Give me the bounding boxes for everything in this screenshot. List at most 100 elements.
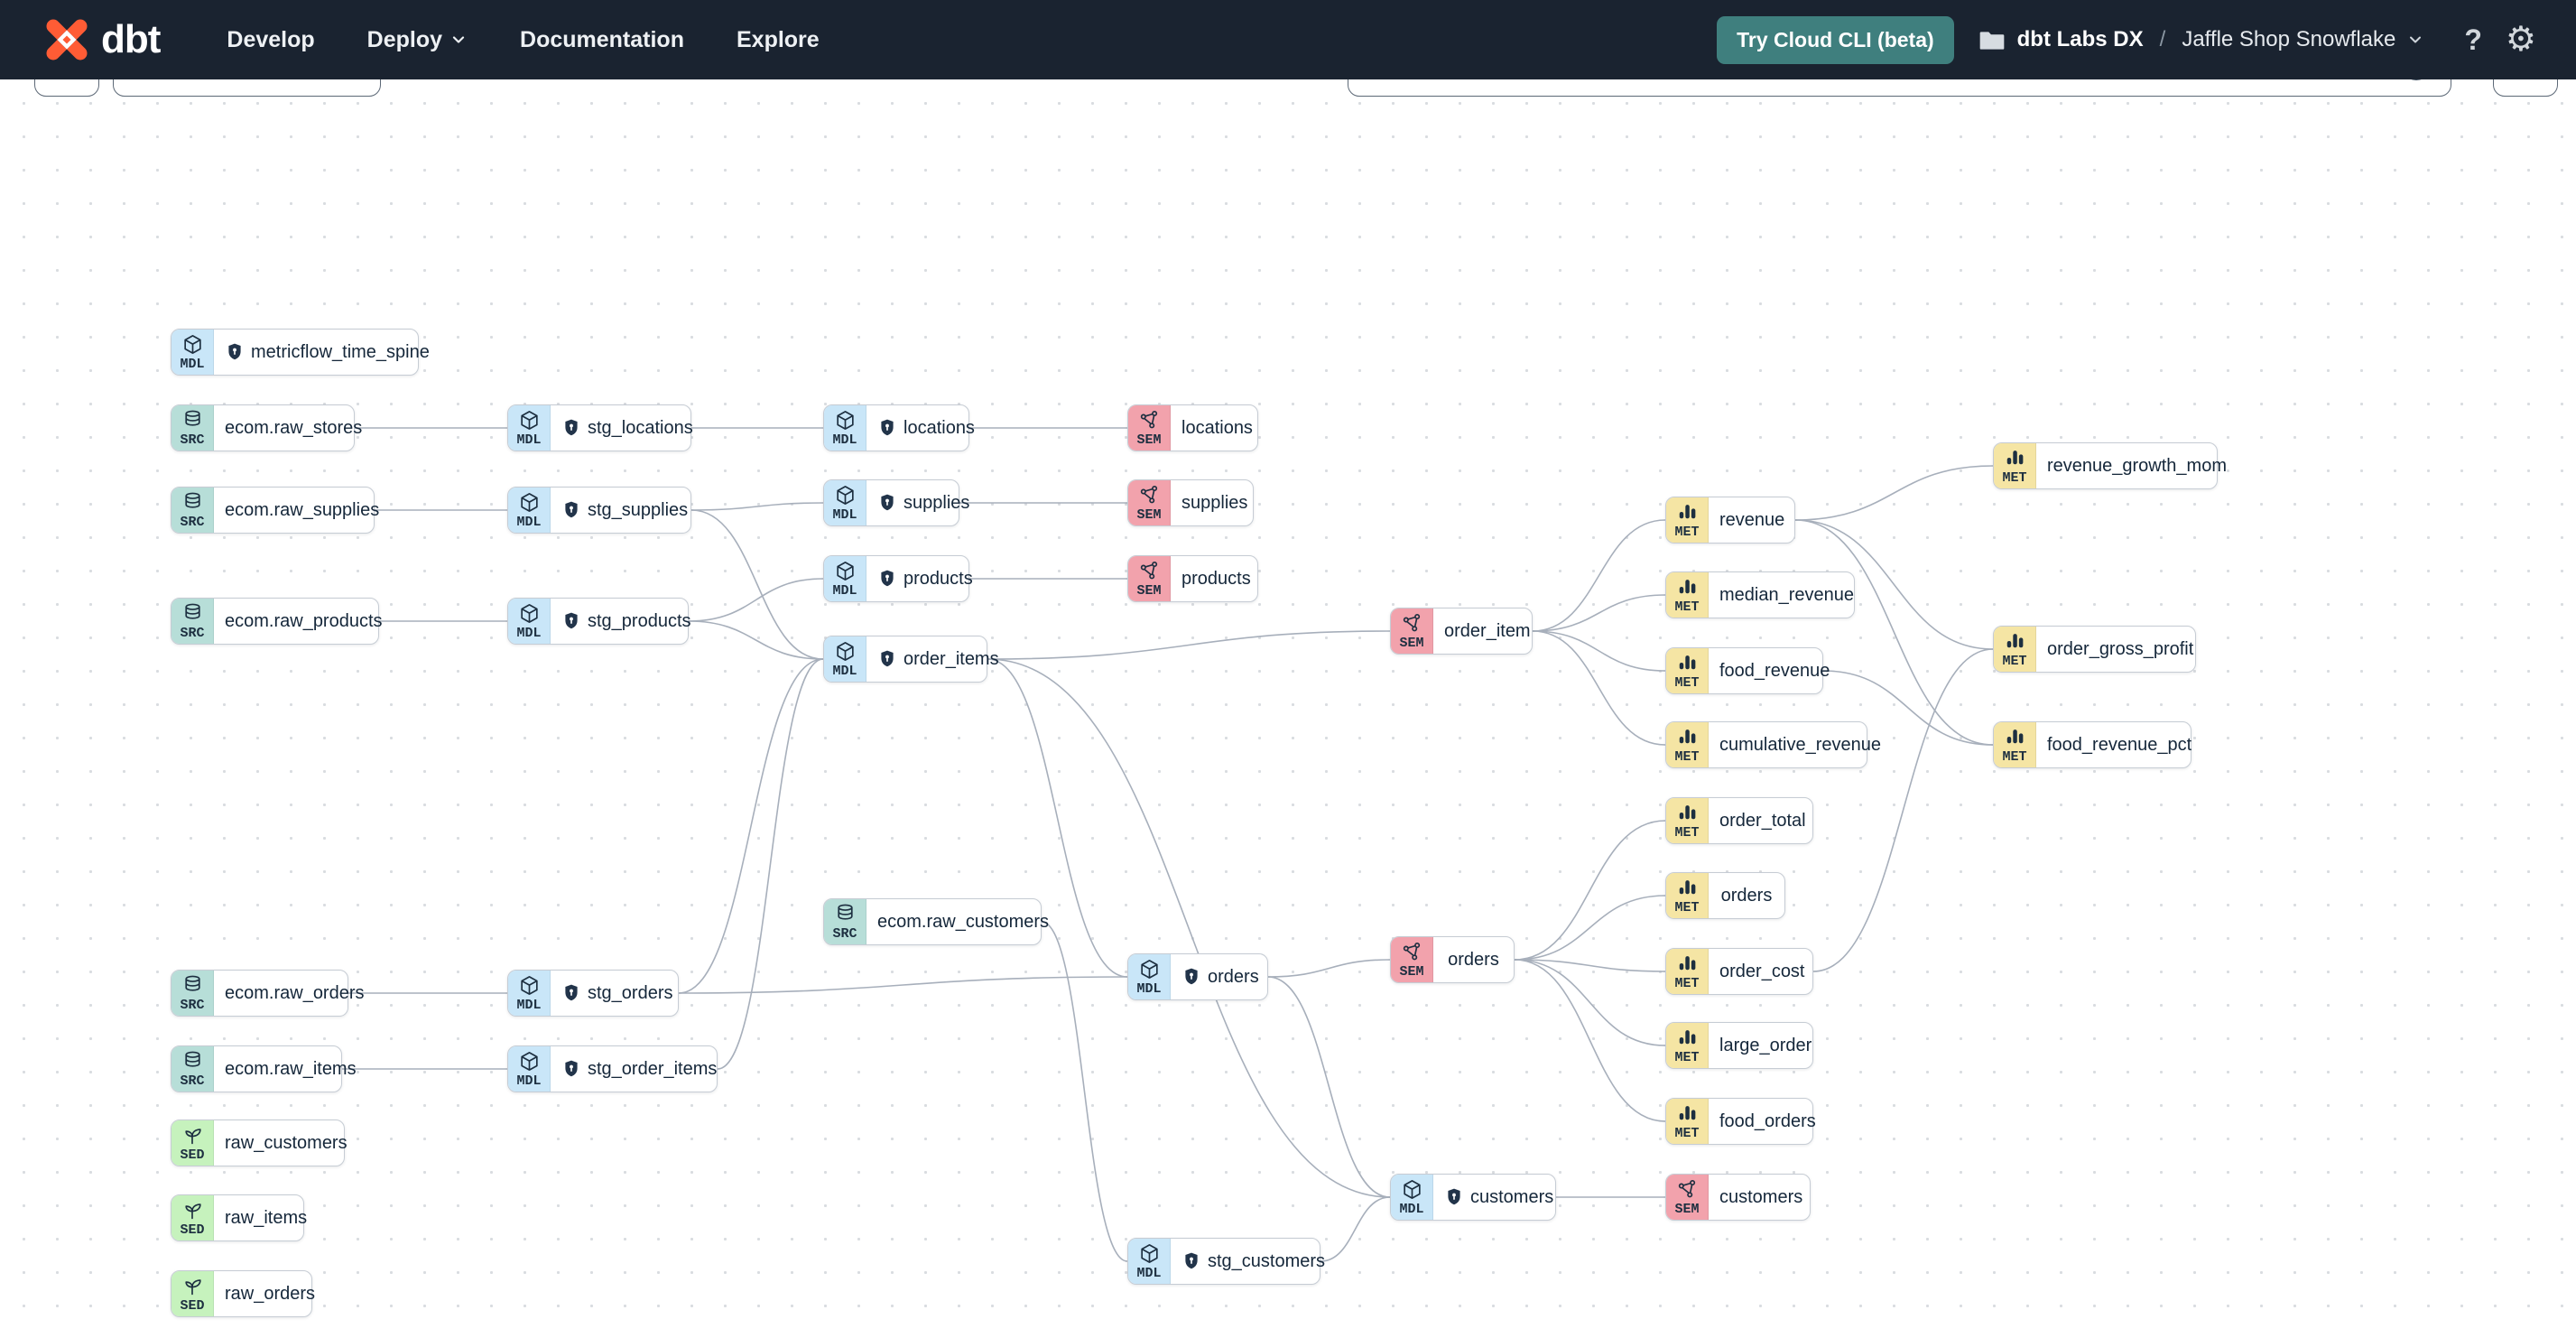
node-customers_sem[interactable]: SEM customers <box>1665 1174 1811 1221</box>
edge-orders_mdl-orders_sem <box>1267 959 1391 978</box>
bar-chart-icon: MET <box>1666 873 1709 918</box>
edge-stg_orders-orders_mdl <box>678 976 1128 994</box>
seedling-icon: SED <box>171 1195 214 1240</box>
chevron-down-icon <box>2410 36 2422 43</box>
help-icon[interactable]: ? <box>2464 23 2482 56</box>
node-ecom_raw_products[interactable]: SRC ecom.raw_products <box>171 598 383 645</box>
shield-icon <box>561 500 581 520</box>
edge-order_item_sem-revenue <box>1532 519 1666 632</box>
node-label: cumulative_revenue <box>1719 734 1881 755</box>
edge-orders_sem-large_order <box>1514 959 1666 1046</box>
nav-item-explore[interactable]: Explore <box>736 26 820 52</box>
edge-food_revenue-food_revenue_pct <box>1822 670 1994 746</box>
edge-revenue-revenue_growth_mom <box>1794 465 1994 521</box>
edge-order_item_sem-cumulative_revenue <box>1532 630 1666 746</box>
cube-icon: MDL <box>824 405 866 451</box>
node-label: order_item <box>1444 620 1531 641</box>
node-label: ecom.raw_products <box>225 610 383 631</box>
node-label: customers <box>1433 1175 1564 1220</box>
cube-icon: MDL <box>508 488 551 533</box>
node-label: ecom.raw_stores <box>225 417 363 438</box>
cube-icon: MDL <box>508 971 551 1016</box>
edge-ecom_raw_customers-stg_customers <box>1041 921 1128 1262</box>
nav-item-develop[interactable]: Develop <box>227 26 315 52</box>
shield-icon <box>1181 1251 1201 1271</box>
edge-orders_sem-food_orders <box>1514 959 1666 1122</box>
dbt-logo[interactable]: dbt <box>42 14 161 65</box>
nav-item-deploy[interactable]: Deploy <box>367 27 468 53</box>
shield-icon <box>877 569 897 589</box>
node-label: stg_products <box>551 599 702 644</box>
database-icon: SRC <box>824 899 866 944</box>
folder-icon <box>1979 32 2004 50</box>
bar-chart-icon: MET <box>1994 722 2036 767</box>
cube-icon: MDL <box>508 1046 551 1092</box>
try-cloud-cli-button[interactable]: Try Cloud CLI (beta) <box>1717 15 1954 64</box>
node-label: revenue_growth_mom <box>2047 455 2227 476</box>
node-label: stg_order_items <box>551 1046 727 1092</box>
edge-stg_orders-order_items_mdl <box>678 658 824 994</box>
cube-icon: MDL <box>824 556 866 601</box>
edge-order_items_mdl-order_item_sem <box>987 630 1391 660</box>
edge-revenue-food_revenue_pct <box>1794 519 1994 746</box>
node-label: food_revenue <box>1719 660 1830 681</box>
node-label: products <box>1181 568 1251 589</box>
bar-chart-icon: MET <box>1666 497 1709 543</box>
cube-icon: MDL <box>508 405 551 451</box>
account-switcher[interactable]: dbt Labs DX / Jaffle Shop Snowflake <box>1978 25 2425 54</box>
edge-stg_products-order_items_mdl <box>688 620 824 660</box>
database-icon: SRC <box>171 599 214 644</box>
node-order_item_sem[interactable]: SEM order_item <box>1390 608 1533 655</box>
nav-item-documentation[interactable]: Documentation <box>520 26 684 52</box>
gear-icon[interactable]: ⚙ <box>2505 21 2536 59</box>
network-icon: SEM <box>1666 1175 1709 1220</box>
network-icon: SEM <box>1128 480 1171 525</box>
node-label: metricflow_time_spine <box>214 330 440 375</box>
network-icon: SEM <box>1128 405 1171 451</box>
shield-icon <box>877 649 897 669</box>
node-label: raw_orders <box>225 1283 316 1304</box>
top-navbar: dbt Develop Deploy Documentation Explore… <box>0 0 2576 79</box>
edge-stg_order_items-order_items_mdl <box>717 658 824 1070</box>
node-label: customers <box>1719 1186 1803 1207</box>
network-icon: SEM <box>1391 609 1433 654</box>
